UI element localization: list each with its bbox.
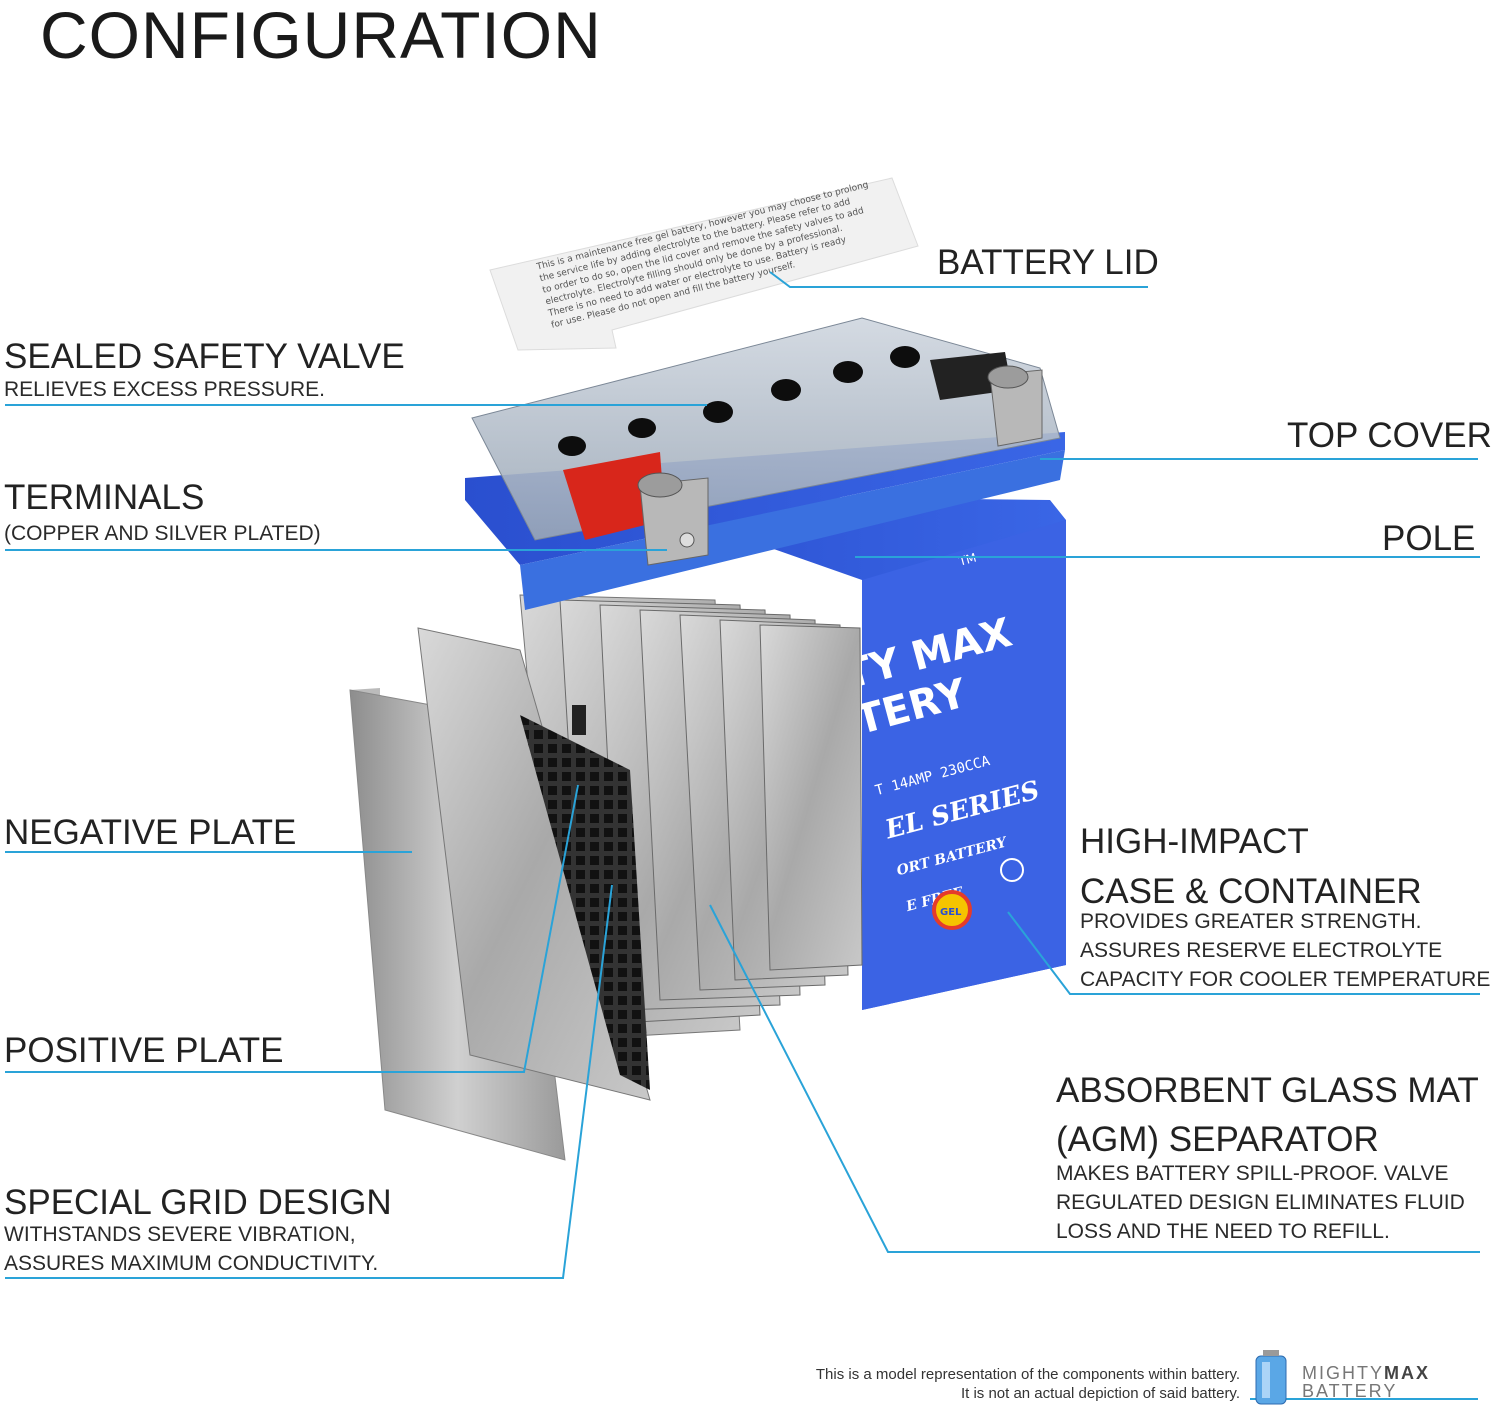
gel-badge: GEL bbox=[932, 858, 1024, 930]
svg-text:GEL: GEL bbox=[940, 907, 962, 918]
high-impact-desc-2: ASSURES RESERVE ELECTROLYTE bbox=[1080, 939, 1443, 962]
leader-special-grid bbox=[5, 884, 613, 1279]
terminals-desc: (COPPER AND SILVER PLATED) bbox=[4, 522, 321, 545]
special-grid-heading: SPECIAL GRID DESIGN bbox=[4, 1183, 392, 1222]
leader-battery-lid bbox=[769, 271, 1148, 288]
agm-desc-3: LOSS AND THE NEED TO REFILL. bbox=[1056, 1220, 1390, 1243]
footer-note: This is a model representation of the co… bbox=[740, 1365, 1240, 1403]
high-impact-desc-3: CAPACITY FOR COOLER TEMPERATURES. bbox=[1080, 968, 1491, 991]
terminals-heading: TERMINALS bbox=[4, 478, 205, 517]
agm-heading-2: (AGM) SEPARATOR bbox=[1056, 1120, 1379, 1159]
logo-battery: BATTERY bbox=[1302, 1381, 1398, 1401]
safety-valve-desc: RELIEVES EXCESS PRESSURE. bbox=[4, 378, 325, 401]
agm-desc-2: REGULATED DESIGN ELIMINATES FLUID bbox=[1056, 1191, 1465, 1214]
grid-plate-art bbox=[417, 627, 651, 1101]
pole-heading: POLE bbox=[1382, 519, 1476, 558]
case-trademark: TM bbox=[956, 551, 978, 569]
negative-plate-heading: NEGATIVE PLATE bbox=[4, 813, 297, 852]
high-impact-heading-1: HIGH-IMPACT bbox=[1080, 822, 1309, 861]
battery-case bbox=[620, 495, 1066, 1010]
footer-line-2: It is not an actual depiction of said ba… bbox=[960, 1385, 1240, 1402]
high-impact-desc-1: PROVIDES GREATER STRENGTH. bbox=[1080, 910, 1422, 933]
leader-high-impact bbox=[1007, 911, 1480, 995]
top-cover-heading: TOP COVER bbox=[1287, 416, 1491, 455]
high-impact-heading-2: CASE & CONTAINER bbox=[1080, 872, 1422, 911]
agm-heading-1: ABSORBENT GLASS MAT bbox=[1056, 1071, 1479, 1110]
page-title: CONFIGURATION bbox=[40, 0, 602, 72]
footer-line-1: This is a model representation of the co… bbox=[815, 1366, 1240, 1383]
positive-plate-heading: POSITIVE PLATE bbox=[4, 1031, 284, 1070]
special-grid-desc-2: ASSURES MAXIMUM CONDUCTIVITY. bbox=[4, 1252, 379, 1275]
logo-wordmark: MIGHTYMAX BATTERY bbox=[1302, 1364, 1430, 1400]
leader-agm bbox=[709, 904, 1480, 1253]
safety-valve-heading: SEALED SAFETY VALVE bbox=[4, 337, 405, 376]
leader-lines bbox=[5, 271, 1480, 1400]
logo-max: MAX bbox=[1384, 1363, 1430, 1383]
leader-positive-plate bbox=[5, 784, 579, 1073]
cell-caps bbox=[558, 346, 920, 456]
special-grid-desc-1: WITHSTANDS SEVERE VIBRATION, bbox=[4, 1223, 356, 1246]
logo-mighty: MIGHTY bbox=[1302, 1363, 1384, 1383]
logo-battery-icon bbox=[1255, 1350, 1287, 1405]
terminal-negative bbox=[930, 352, 1043, 447]
battery-lid-heading: BATTERY LID bbox=[937, 243, 1159, 282]
agm-desc-1: MAKES BATTERY SPILL-PROOF. VALVE bbox=[1056, 1162, 1449, 1185]
terminal-positive bbox=[563, 452, 709, 566]
